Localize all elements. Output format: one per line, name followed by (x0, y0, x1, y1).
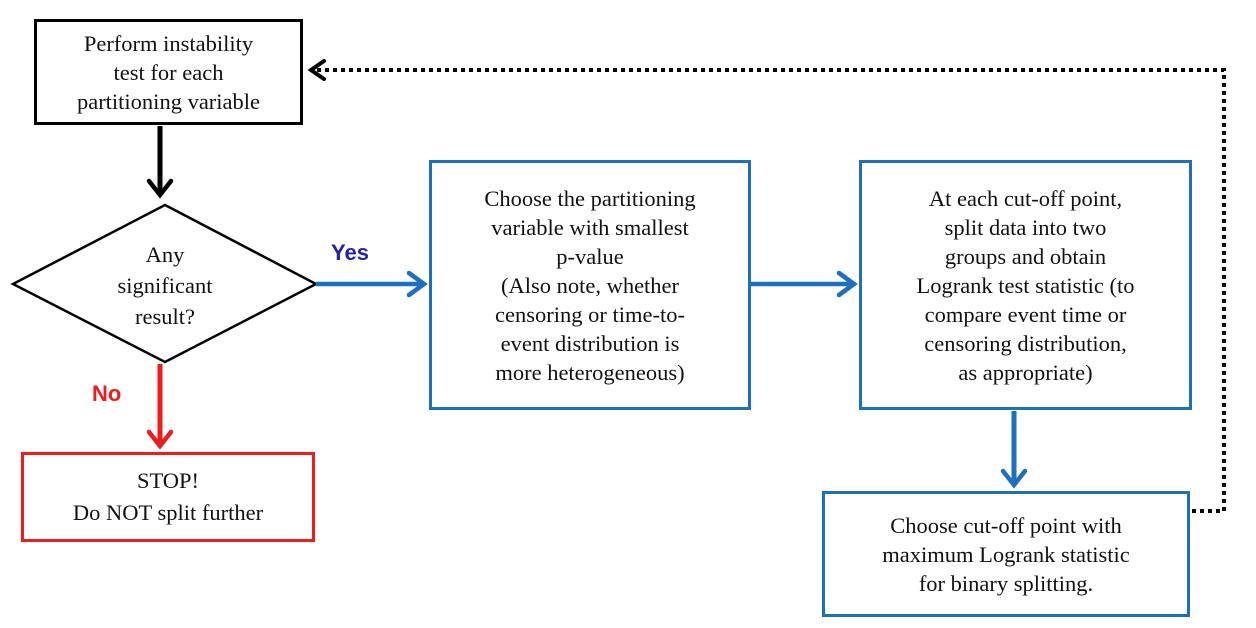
stop-text: STOP! Do NOT split further (72, 468, 264, 525)
decision-diamond (10, 203, 319, 364)
max-logrank-box: Choose cut-off point with maximum Logran… (822, 491, 1190, 617)
yes-label: Yes (331, 240, 369, 265)
decision-text: Any significant result? (117, 242, 213, 329)
choose-variable-text: Choose the partitioning variable with sm… (484, 185, 696, 385)
stop-box: STOP! Do NOT split further (21, 452, 315, 542)
cutoff-split-box: At each cut-off point, split data into t… (859, 160, 1192, 410)
arrow-no-to-stop (146, 364, 174, 450)
arrow-cutoff-to-max-logrank (1000, 411, 1028, 489)
instability-test-box: Perform instability test for each partit… (34, 19, 303, 125)
choose-variable-box: Choose the partitioning variable with sm… (429, 160, 751, 410)
max-logrank-text: Choose cut-off point with maximum Logran… (882, 512, 1130, 596)
cutoff-split-text: At each cut-off point, split data into t… (916, 185, 1135, 385)
arrow-yes-to-choose-variable (316, 270, 428, 298)
arrow-instability-to-decision (146, 126, 174, 199)
arrow-choose-to-cutoff (751, 270, 858, 298)
arrow-feedback-loop (307, 59, 1226, 513)
no-label: No (92, 381, 122, 406)
instability-test-text: Perform instability test for each partit… (76, 30, 261, 114)
